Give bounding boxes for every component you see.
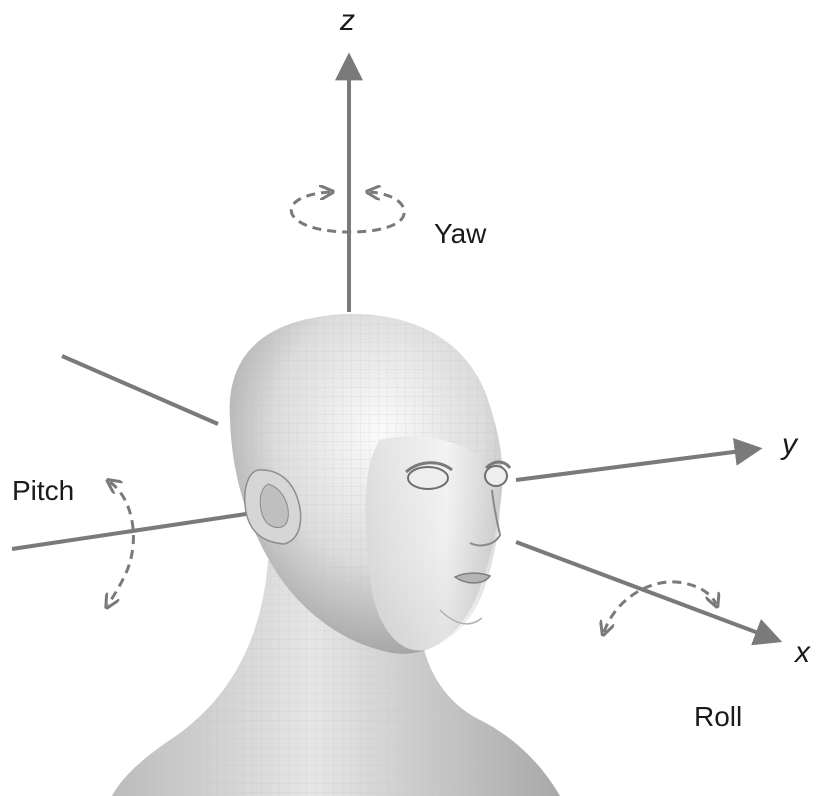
z-axis-label: z [340, 4, 355, 37]
roll-label: Roll [694, 701, 743, 732]
y-axis [515, 437, 763, 482]
x-axis [515, 540, 783, 646]
pitch-label: Pitch [12, 475, 75, 506]
pitch-arrow [108, 482, 135, 605]
roll-arrow [604, 580, 716, 632]
rotation-arrows [108, 192, 716, 632]
x-axis-label: x [795, 636, 810, 669]
lips [453, 572, 492, 584]
face [365, 436, 500, 651]
neck-mesh [112, 560, 560, 796]
yaw-arrow [289, 192, 406, 234]
pitch-axis-upper [61, 354, 219, 426]
eye-left [407, 466, 449, 490]
eyelid-left [405, 461, 453, 474]
eye-right [484, 465, 508, 487]
yaw-label: Yaw [434, 218, 487, 249]
pitch-axis-lower [11, 512, 247, 551]
front-axes [515, 437, 783, 646]
y-axis-label: y [782, 428, 797, 461]
eyelid-right [484, 460, 512, 470]
chin-line [439, 609, 483, 625]
ear-inner [259, 483, 289, 528]
nose [469, 489, 502, 547]
head-model [112, 313, 560, 796]
